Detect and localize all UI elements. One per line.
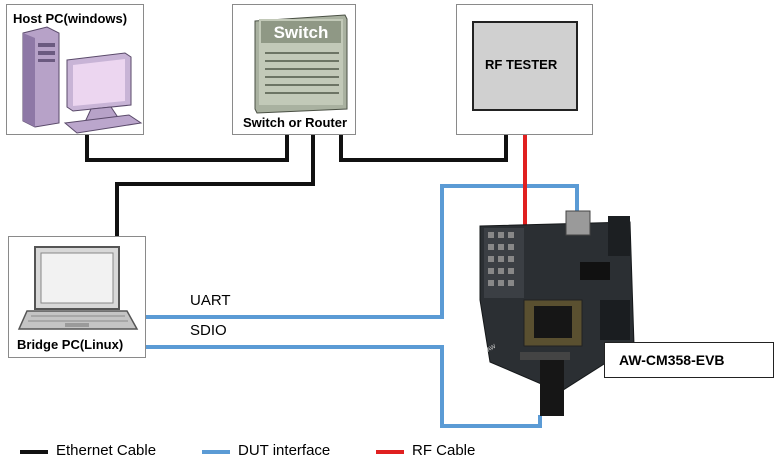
host-pc-label: Host PC(windows) [13,11,128,26]
legend-rf-label: RF Cable [412,442,476,459]
switch-node: Switch Switch or Router [232,4,356,135]
rf-tester-node: RF TESTER [456,4,593,135]
ethernet-cable-switch-to-tester [339,133,508,162]
uart-cable [142,184,579,319]
bridge-pc-label: Bridge PC(Linux) [17,337,124,352]
laptop-icon [17,246,139,330]
svg-text:AW: AW [486,344,497,354]
legend-rf-swatch [376,450,404,454]
ethernet-cable-switch-to-bridge [115,133,315,238]
bridge-pc-node: Bridge PC(Linux) [8,236,146,358]
rf-tester-panel [472,21,578,111]
switch-icon: Switch [254,14,348,114]
legend-ethernet-label: Ethernet Cable [56,442,157,459]
ethernet-cables [85,133,508,238]
sdio-label: SDIO [190,322,227,339]
switch-label: Switch or Router [243,115,348,130]
switch-icon-text: Switch [274,23,329,42]
rf-tester-label: RF TESTER [485,57,558,72]
evb-label: AW-CM358-EVB [619,352,725,368]
evb-board-graphic: AW [479,210,635,416]
desktop-computer-icon [22,26,143,134]
uart-label: UART [190,292,231,309]
sdio-cable [142,345,542,428]
dut-cables [142,184,579,428]
legend-dut-swatch [202,450,230,454]
host-pc-node: Host PC(windows) [6,4,144,135]
ethernet-cable-host-to-switch [85,133,289,162]
legend-ethernet-swatch [20,450,48,454]
legend-dut-label: DUT interface [238,442,331,459]
evb-label-box: AW-CM358-EVB [604,342,774,378]
